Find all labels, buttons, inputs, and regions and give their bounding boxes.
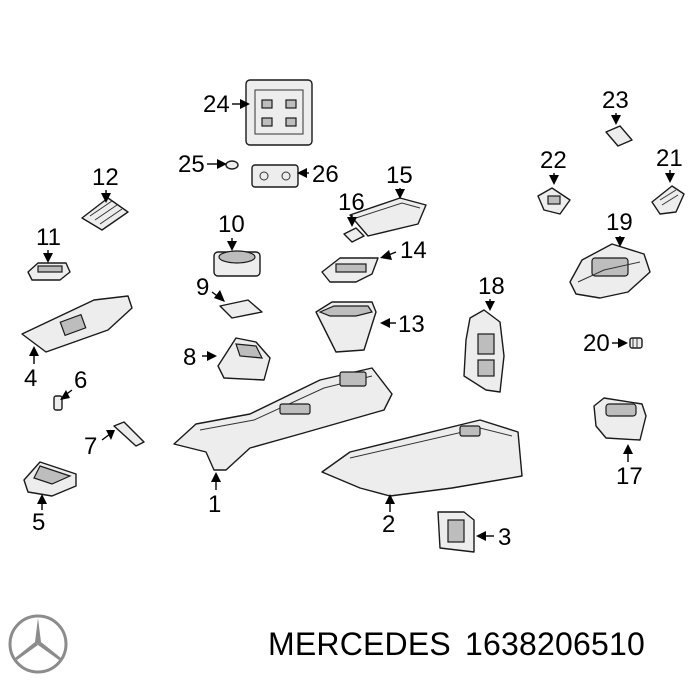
callout-19: 19 [606, 209, 633, 236]
part-23-small-switch [605, 125, 633, 147]
part-20-fastener [629, 337, 643, 349]
part-19-rear-console [569, 243, 651, 299]
callout-10: 10 [218, 211, 245, 238]
callout-15: 15 [386, 162, 413, 189]
footer-caption: MERCEDES 1638206510 [268, 626, 659, 663]
footer: MERCEDES 1638206510 [0, 612, 700, 692]
part-16-latch [343, 227, 365, 243]
part-3-bracket [437, 511, 475, 553]
part-24-bezel [245, 79, 313, 146]
part-1-console [173, 367, 393, 471]
part-14-storage-tray [321, 257, 379, 283]
callout-21: 21 [656, 145, 683, 172]
part-13-bin [315, 301, 377, 353]
mercedes-star-icon [8, 614, 68, 674]
callout-4: 4 [24, 365, 37, 392]
part-9-pad [219, 299, 263, 319]
part-6-clip [53, 395, 63, 411]
part-5-end-cap [23, 461, 77, 497]
part-2-lower-panel [321, 419, 523, 497]
callout-12: 12 [92, 164, 119, 191]
callout-18: 18 [478, 273, 505, 300]
callout-13: 13 [398, 311, 425, 338]
part-number: 1638206510 [464, 626, 645, 662]
part-10-ashtray [213, 250, 261, 277]
callout-6: 6 [74, 367, 87, 394]
part-7-trim-strip [113, 421, 145, 447]
callout-5: 5 [32, 509, 45, 536]
part-8-cup-insert [217, 337, 271, 381]
callout-9: 9 [196, 274, 209, 301]
part-18-side-panel [463, 309, 505, 393]
callout-3: 3 [498, 524, 511, 551]
callout-8: 8 [183, 344, 196, 371]
part-4-shifter-bezel [21, 295, 133, 353]
callout-20: 20 [583, 330, 610, 357]
brand-name: MERCEDES [268, 626, 451, 662]
part-22-switch-block [537, 187, 571, 215]
callout-26: 26 [312, 161, 339, 188]
part-21-rear-vent [651, 185, 685, 215]
part-11-tray [27, 262, 71, 281]
part-26-switch-panel [251, 164, 299, 188]
part-15-armrest-lid [349, 197, 427, 237]
callout-17: 17 [616, 463, 643, 490]
callout-7: 7 [84, 433, 97, 460]
callout-16: 16 [338, 189, 365, 216]
callout-1: 1 [208, 491, 221, 518]
callout-23: 23 [602, 87, 629, 114]
callout-22: 22 [540, 147, 567, 174]
part-12-grille [81, 197, 129, 231]
callout-2: 2 [382, 511, 395, 538]
callout-11: 11 [36, 224, 61, 251]
part-25-screw [225, 160, 239, 170]
part-17-rear-cupholder [593, 397, 647, 441]
callout-14: 14 [400, 237, 427, 264]
callout-25: 25 [178, 151, 205, 178]
callout-24: 24 [203, 91, 230, 118]
